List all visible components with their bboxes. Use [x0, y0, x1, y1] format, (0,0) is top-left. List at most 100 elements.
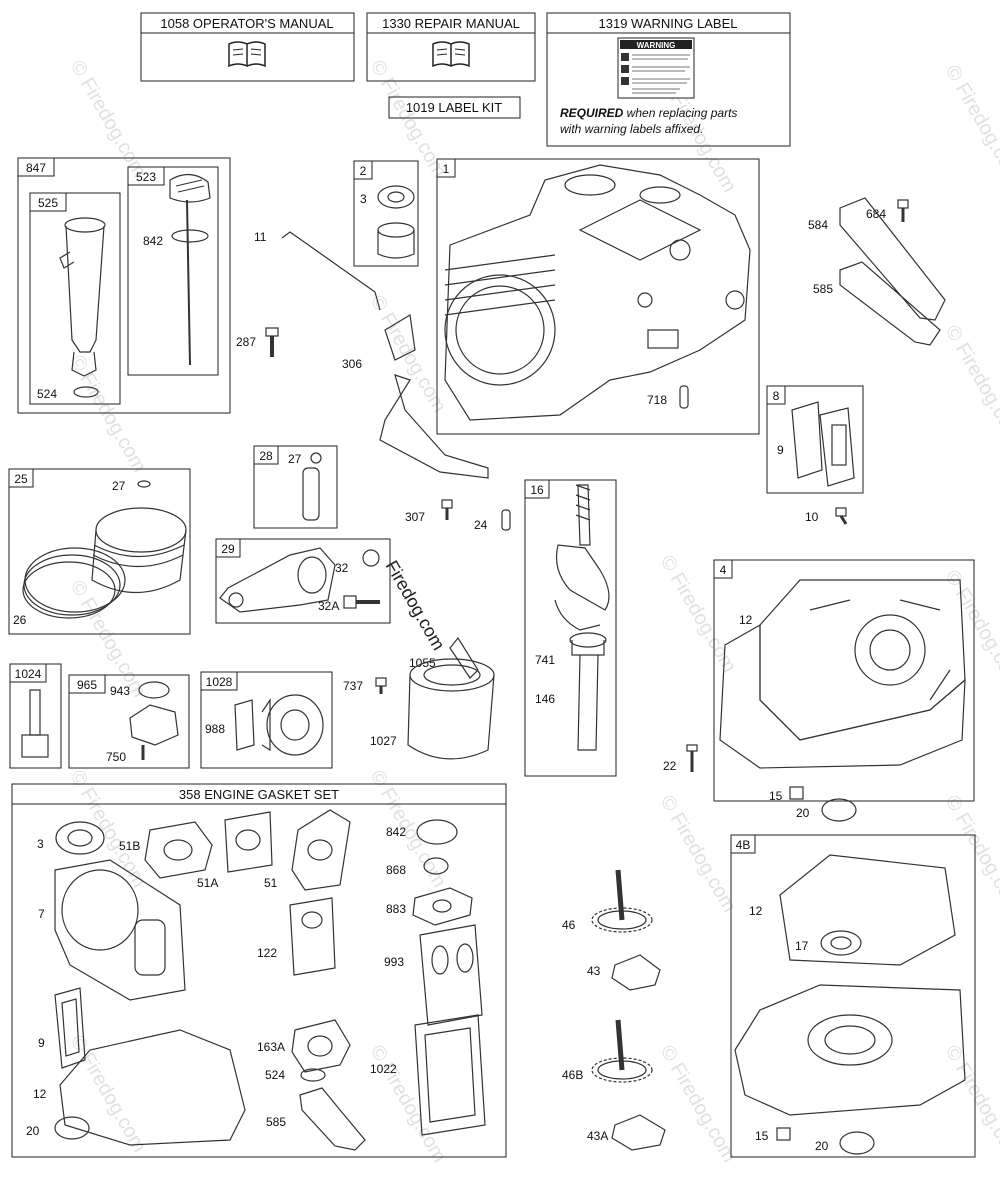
part-label-b523: 523	[136, 170, 156, 184]
part-label-524a: 524	[37, 387, 57, 401]
engine-cylinder	[444, 164, 751, 421]
o-ring-524	[73, 386, 99, 398]
part-label-32a: 32A	[318, 599, 339, 613]
part-label-585a: 585	[813, 282, 833, 296]
part-label-b847: 847	[26, 161, 46, 175]
part-label-287: 287	[236, 335, 256, 349]
repair-manual-box: 1330 REPAIR MANUAL	[366, 12, 536, 82]
part-label-46b: 46B	[562, 1068, 583, 1082]
part-label-26: 26	[13, 613, 27, 627]
crankcase-cover-group-4B: 4B 12 17 15 20	[730, 834, 976, 1158]
part-label-17: 17	[795, 939, 809, 953]
part-label-b1: 1	[443, 162, 450, 176]
air-guide-306	[379, 314, 489, 479]
part-label-b25: 25	[14, 472, 28, 486]
part-label-993: 993	[384, 955, 404, 969]
book-icon	[228, 41, 266, 68]
part-label-b4b: 4B	[736, 838, 751, 852]
warning-label-box: 1319 WARNING LABEL WARNING REQUIRED when…	[546, 12, 791, 147]
watermark: © Firedog.com	[656, 792, 741, 917]
engine-gasket-set-358: 358 ENGINE GASKET SET 3 51B 51A 51 7 122…	[11, 783, 507, 1158]
bolt-737	[375, 677, 387, 694]
bolt-10	[835, 507, 848, 525]
watermark: © Firedog.com	[66, 352, 151, 477]
governor-gear-46B	[591, 1019, 653, 1083]
watermark: © Firedog.com	[366, 57, 451, 182]
dowel-pin-718	[679, 385, 689, 409]
part-label-741: 741	[535, 653, 555, 667]
watermark: © Firedog.com	[941, 322, 1000, 447]
part-label-684: 684	[866, 207, 886, 221]
plug-15	[789, 786, 804, 800]
warning-sticker: WARNING	[617, 37, 695, 99]
crankshaft-group-16: 16 741 146	[524, 479, 617, 777]
part-1055	[449, 636, 479, 679]
dipstick-group-847: 847 525 523 842 524	[17, 157, 231, 414]
part-label-163a: 163A	[257, 1040, 285, 1054]
part-label-43a: 43A	[587, 1129, 608, 1143]
part-label-b965: 965	[77, 678, 97, 692]
required-note-line2: with warning labels affixed.	[560, 122, 703, 136]
governor-gear-46	[591, 869, 653, 933]
part-label-51b: 51B	[119, 839, 140, 853]
part-label-737: 737	[343, 679, 363, 693]
part-label-750: 750	[106, 750, 126, 764]
book-icon	[432, 41, 470, 68]
watermark: © Firedog.com	[656, 552, 741, 677]
part-label-122: 122	[257, 946, 277, 960]
part-label-12b: 12	[33, 1087, 47, 1101]
part-label-524b: 524	[265, 1068, 285, 1082]
warning-label-title: 1319 WARNING LABEL	[599, 16, 738, 31]
part-label-12c: 12	[749, 904, 763, 918]
connecting-rod-group-29: 29 32 32A	[215, 538, 391, 624]
part-label-883: 883	[386, 902, 406, 916]
governor-arm-43	[611, 954, 661, 991]
part-label-9a: 9	[777, 443, 784, 457]
governor-group-1024: 1024	[9, 663, 62, 769]
part-label-b1028: 1028	[206, 675, 233, 689]
gasket-585	[839, 261, 941, 346]
part-label-868: 868	[386, 863, 406, 877]
repair-manual-title: 1330 REPAIR MANUAL	[382, 16, 520, 31]
part-label-32: 32	[335, 561, 349, 575]
part-label-b525: 525	[38, 196, 58, 210]
part-label-b1024: 1024	[15, 667, 42, 681]
part-label-27a: 27	[288, 452, 302, 466]
part-label-718: 718	[647, 393, 667, 407]
part-label-1027: 1027	[370, 734, 397, 748]
watermark: © Firedog.com	[66, 767, 151, 892]
part-label-b8: 8	[773, 389, 780, 403]
part-label-10: 10	[805, 510, 819, 524]
part-label-7: 7	[38, 907, 45, 921]
oil-filter-1027	[407, 658, 495, 760]
part-label-b28: 28	[259, 449, 273, 463]
watermark: © Firedog.com	[66, 57, 151, 182]
part-label-46: 46	[562, 918, 576, 932]
part-label-22: 22	[663, 759, 677, 773]
part-label-943: 943	[110, 684, 130, 698]
watermark-layer: © Firedog.com © Firedog.com © Firedog.co…	[66, 57, 1000, 1167]
part-label-20a: 20	[796, 806, 810, 820]
watermark: © Firedog.com	[366, 1042, 451, 1167]
piston-group-25: 25 27 26	[8, 468, 191, 635]
part-label-146: 146	[535, 692, 555, 706]
operators-manual-box: 1058 OPERATOR'S MANUAL	[140, 12, 355, 82]
part-label-b4: 4	[720, 563, 727, 577]
part-label-20b: 20	[26, 1124, 40, 1138]
label-kit-title: 1019 LABEL KIT	[406, 100, 502, 115]
filter-adapter-group-1028: 1028 988	[200, 671, 333, 769]
watermark: © Firedog.com	[366, 767, 451, 892]
part-label-12a: 12	[739, 613, 753, 627]
warning-word: WARNING	[637, 41, 676, 50]
part-label-15a: 15	[769, 789, 783, 803]
part-label-51a: 51A	[197, 876, 218, 890]
part-label-b16: 16	[530, 483, 544, 497]
crankcase-cover-group-4: 4 12 15 20	[713, 559, 975, 822]
part-label-307: 307	[405, 510, 425, 524]
breather-group-8: 8 9	[766, 385, 864, 494]
breather-tube	[281, 231, 381, 311]
bolt-307	[441, 499, 453, 520]
part-label-3a: 3	[360, 192, 367, 206]
part-label-585b: 585	[266, 1115, 286, 1129]
plug-15b	[776, 1127, 791, 1141]
